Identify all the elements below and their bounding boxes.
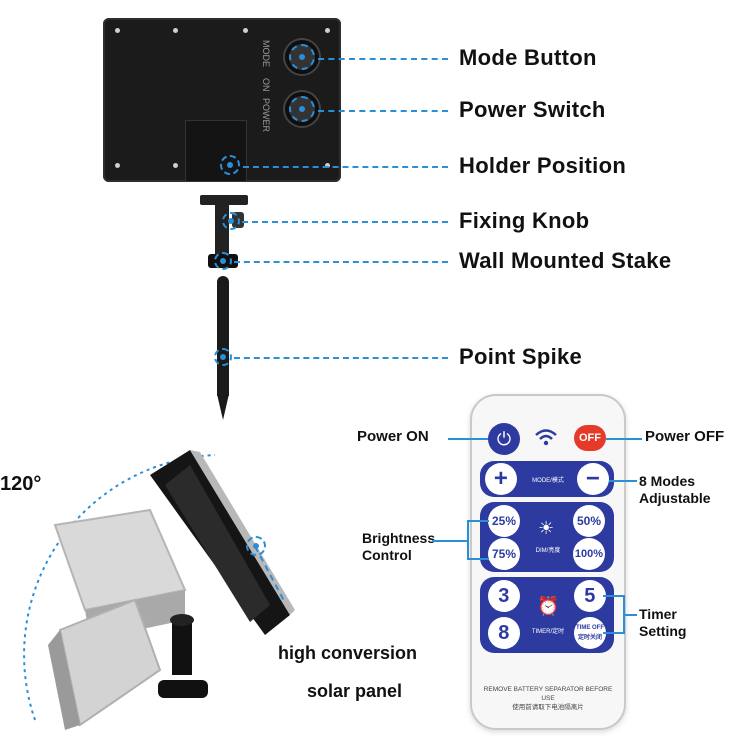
power-switch-label: Power Switch [459, 97, 606, 122]
sun-icon: ☀ [538, 518, 555, 538]
alarm-clock-icon: ⏰ [537, 596, 560, 616]
panel-ghost-lower [58, 598, 162, 727]
on-print: ON [261, 78, 271, 92]
timer-line1: Timer [639, 606, 677, 622]
mount-base [158, 680, 208, 698]
timer-line [623, 614, 637, 616]
mode-line [318, 58, 448, 60]
brightness-tick-bottom [467, 558, 489, 560]
holder-marker [220, 155, 240, 175]
brightness-50-button[interactable]: 50% [573, 505, 605, 537]
knob-line [242, 221, 448, 223]
screw [325, 28, 330, 33]
timer-8-button[interactable]: 8 [488, 617, 520, 649]
power-on-line [448, 438, 488, 440]
timer-label: Timer Setting [639, 606, 686, 640]
modes-line [609, 480, 637, 482]
timer-5-button[interactable]: 5 [574, 580, 606, 612]
brightness-tick-top [467, 520, 489, 522]
modes-label: 8 Modes Adjustable [639, 473, 711, 507]
panel-glass-edge [190, 450, 295, 615]
stake-line [234, 261, 448, 263]
remote-footer: REMOVE BATTERY SEPARATOR BEFORE USE 使用前请… [478, 685, 618, 712]
brightness-bracket [467, 520, 469, 560]
point-spike [217, 276, 229, 396]
brightness-25-button[interactable]: 25% [488, 505, 520, 537]
brightness-line [432, 540, 467, 542]
mode-button-label: Mode Button [459, 45, 597, 70]
screw [115, 163, 120, 168]
timer-tick-top [603, 595, 625, 597]
stake-marker [214, 252, 232, 270]
timer-off-button[interactable]: TIME OFF 定时关闭 [574, 617, 606, 649]
spike-line [234, 357, 448, 359]
footer-en: REMOVE BATTERY SEPARATOR BEFORE USE [483, 686, 613, 702]
power-off-label: Power OFF [645, 428, 725, 445]
holder-position-label: Holder Position [459, 153, 627, 178]
wall-mounted-stake-label: Wall Mounted Stake [459, 248, 672, 273]
solar-marker [246, 536, 266, 556]
power-marker [289, 96, 315, 122]
spike-marker [214, 348, 232, 366]
modes-line1: 8 Modes [639, 473, 696, 489]
screw [325, 163, 330, 168]
holder-line [243, 166, 448, 168]
timer-3-button[interactable]: 3 [488, 580, 520, 612]
power-off-line [606, 438, 642, 440]
angle-label: 120° [0, 473, 42, 495]
timer-line2: Setting [639, 623, 687, 639]
mount-post [172, 620, 192, 675]
solar-panel-label: solar panel [307, 681, 403, 701]
screw [243, 28, 248, 33]
screw [173, 28, 178, 33]
high-conversion-label: high conversion [278, 643, 418, 663]
mode-text: MODE/模式 [532, 478, 564, 484]
stake-arm [215, 203, 229, 258]
footer-cn: 使用前请取下电池隔离片 [512, 704, 584, 711]
knob-marker [222, 212, 240, 230]
dim-text: DIM/亮度 [535, 548, 561, 554]
panel-ghost-lower-edge [48, 630, 80, 730]
stake-clamp [200, 195, 248, 205]
remote-power-off-button[interactable]: OFF [574, 425, 606, 451]
timer-tick-bottom [603, 632, 625, 634]
screw [115, 28, 120, 33]
solar-panel-illustration [23, 450, 295, 730]
timer-text: TIMER/定时 [531, 629, 565, 635]
rotation-arc [23, 454, 216, 721]
screw [173, 163, 178, 168]
mount-joint [170, 614, 194, 626]
power-print: POWER [261, 98, 271, 133]
mode-marker [289, 44, 315, 70]
brightness-line2: Control [362, 547, 412, 563]
signal-icon [533, 427, 559, 453]
panel-face [165, 465, 270, 622]
brightness-75-button[interactable]: 75% [488, 538, 520, 570]
mode-minus-button[interactable]: − [577, 463, 609, 495]
point-spike-label: Point Spike [459, 344, 583, 369]
mode-plus-button[interactable]: + [485, 463, 517, 495]
fixing-knob-label: Fixing Knob [459, 208, 590, 233]
brightness-100-button[interactable]: 100% [573, 538, 605, 570]
brightness-label: Brightness Control [362, 530, 435, 564]
modes-line2: Adjustable [639, 490, 711, 506]
mode-print: MODE [261, 40, 271, 67]
remote-power-on-button[interactable]: ⏻ [488, 423, 520, 455]
power-on-label: Power ON [357, 428, 429, 445]
power-line [318, 110, 448, 112]
spike-tip [217, 394, 229, 420]
holder-bracket [185, 120, 247, 182]
brightness-line1: Brightness [362, 530, 436, 546]
